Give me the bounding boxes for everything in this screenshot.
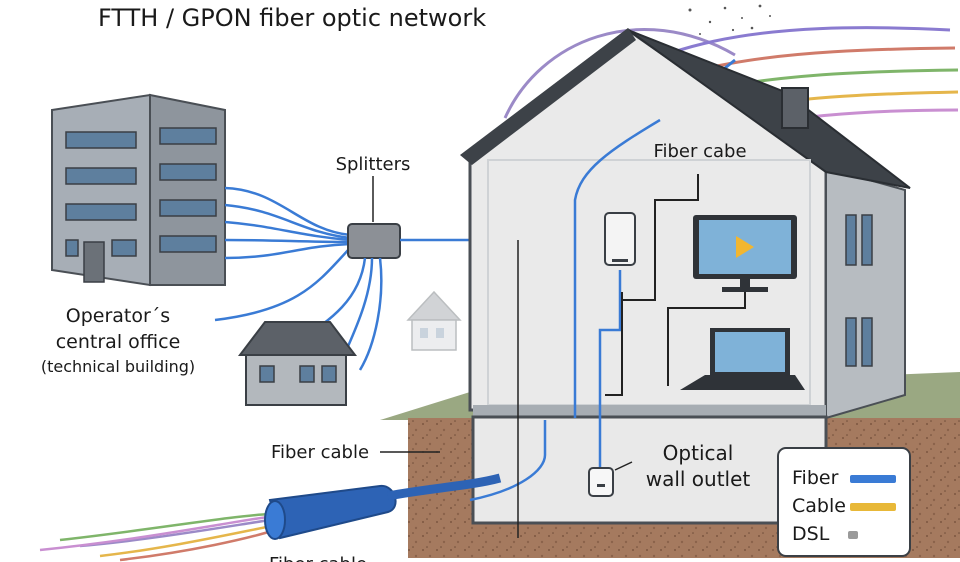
underground-fiber: [469, 240, 547, 538]
splitters-label: Splitters: [336, 154, 411, 175]
fiber-cabe-label: Fiber cabe: [653, 141, 746, 162]
laptop: [680, 328, 805, 390]
legend-label-cable: Cable: [792, 495, 846, 517]
diagram-title: FTTH / GPON fiber optic network: [98, 4, 486, 32]
optical-label-line2: wall outlet: [646, 467, 751, 491]
optical-label-line1: Optical: [663, 441, 734, 465]
central-office-label-line3: (technical building): [41, 357, 195, 376]
small-house: [237, 321, 358, 406]
fiber-bundle: [39, 473, 502, 562]
co-fiber-lines: [214, 186, 351, 322]
splitter-box: [347, 223, 401, 259]
central-office-building: [51, 93, 226, 287]
ont-router: [604, 212, 636, 266]
indoor-cabling: [573, 118, 746, 470]
fiber-cable-bottom-label: Fiber cable: [269, 554, 367, 562]
optical-wall-outlet: [588, 467, 614, 497]
outlet-leader: [614, 461, 633, 471]
tv-monitor: [693, 215, 797, 292]
sparkle-dots: [688, 4, 771, 35]
legend-label-fiber: Fiber: [792, 467, 839, 489]
background-house: [406, 290, 462, 351]
central-office-label-line1: Operator´s: [66, 305, 170, 327]
legend-label-dsl: DSL: [792, 523, 830, 545]
legend-swatch-cable: [850, 503, 896, 511]
legend-swatch-dsl: [848, 531, 858, 539]
main-house: [460, 28, 911, 525]
central-office-label-line2: central office: [56, 331, 181, 353]
legend-swatch-fiber: [850, 475, 896, 483]
fiber-cable-ground-label: Fiber cable: [271, 442, 369, 463]
